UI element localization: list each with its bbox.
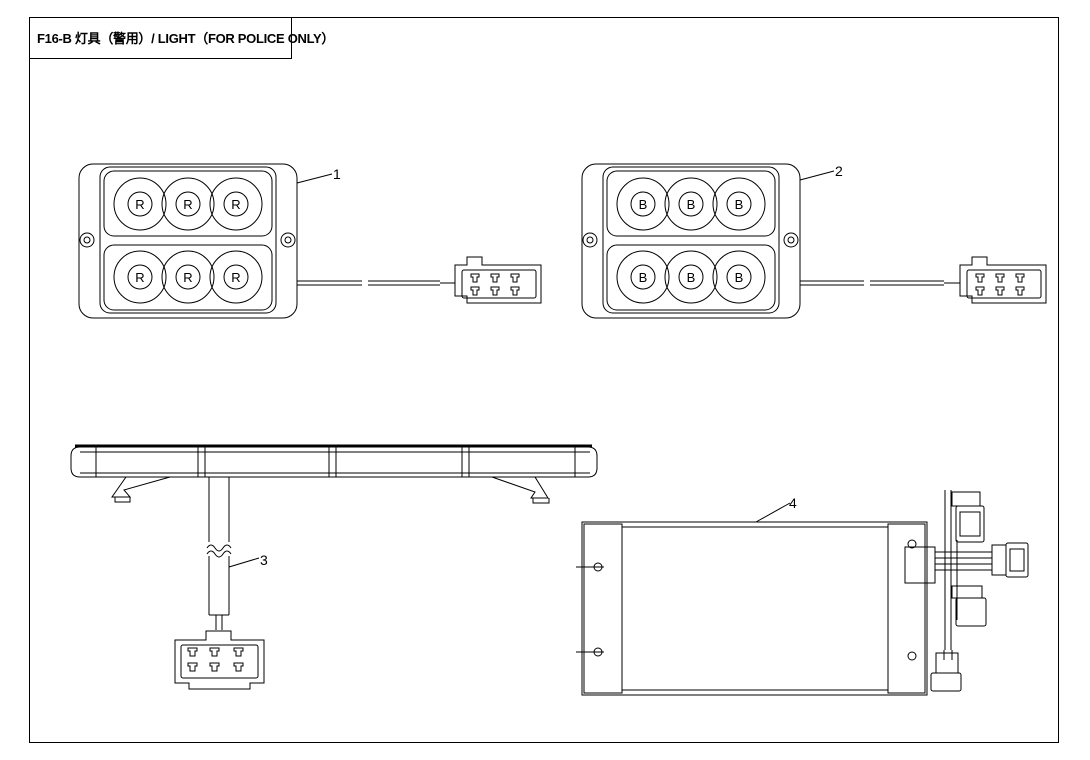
mount-screw-right bbox=[280, 232, 296, 248]
drawing-title: F16-B 灯具（警用）/ LIGHT（FOR POLICE ONLY） bbox=[37, 31, 335, 46]
light-housing-inner bbox=[602, 166, 780, 314]
mount-hole bbox=[907, 651, 917, 661]
lens-panel-bottom bbox=[606, 244, 776, 311]
lens-mark: B bbox=[639, 197, 648, 212]
callout-number: 1 bbox=[333, 166, 341, 182]
callout-leader bbox=[228, 557, 260, 568]
lens-panel-top bbox=[103, 170, 273, 237]
mount-screw-left bbox=[582, 232, 598, 248]
drawing-frame bbox=[29, 17, 1059, 743]
lens-mark: B bbox=[735, 197, 744, 212]
lens-mark: R bbox=[231, 270, 240, 285]
blue-lens-group bbox=[616, 177, 766, 304]
cable bbox=[208, 477, 230, 615]
callout-leader bbox=[799, 170, 835, 181]
mount-foot-right bbox=[491, 476, 549, 499]
cable bbox=[297, 280, 440, 286]
light-housing-inner bbox=[99, 166, 277, 314]
lens-mark: R bbox=[135, 270, 144, 285]
callout-number: 3 bbox=[260, 552, 268, 568]
lens-panel-top bbox=[606, 170, 776, 237]
control-box-frame bbox=[581, 521, 928, 696]
lens-mark: R bbox=[183, 197, 192, 212]
light-housing-outer bbox=[78, 163, 298, 319]
lens-mark: R bbox=[183, 270, 192, 285]
control-box: 4 bbox=[576, 490, 1029, 696]
mount-foot-left bbox=[111, 476, 171, 498]
end-cap-right bbox=[887, 523, 926, 694]
red-lens-group bbox=[113, 177, 263, 304]
mount-screw-right bbox=[783, 232, 799, 248]
mount-hole bbox=[907, 539, 917, 549]
end-cap-left bbox=[583, 523, 623, 694]
light-housing-outer bbox=[581, 163, 801, 319]
lens-mark: B bbox=[735, 270, 744, 285]
cable bbox=[800, 280, 944, 286]
callout-number: 2 bbox=[835, 163, 843, 179]
lens-mark: B bbox=[687, 197, 696, 212]
connector bbox=[454, 256, 542, 304]
light-bar: 3 bbox=[70, 444, 598, 690]
blue-light-head: B B B B B B 2 bbox=[581, 163, 1047, 319]
mount-screw-left bbox=[79, 232, 95, 248]
callout-leader bbox=[296, 173, 333, 184]
wire-harness bbox=[904, 490, 1029, 692]
connector bbox=[174, 630, 265, 690]
lens-mark: B bbox=[639, 270, 648, 285]
connector bbox=[959, 256, 1047, 304]
lens-mark: R bbox=[135, 197, 144, 212]
bar-clamps bbox=[197, 447, 470, 477]
light-bar-body bbox=[70, 446, 598, 478]
callout-leader bbox=[755, 502, 791, 523]
callout-number: 4 bbox=[789, 495, 797, 511]
lens-panel-bottom bbox=[103, 244, 273, 311]
lens-mark: R bbox=[231, 197, 240, 212]
lens-mark: B bbox=[687, 270, 696, 285]
title-block: F16-B 灯具（警用）/ LIGHT（FOR POLICE ONLY） bbox=[29, 17, 334, 59]
red-light-head: R R R R R R 1 bbox=[78, 163, 542, 319]
